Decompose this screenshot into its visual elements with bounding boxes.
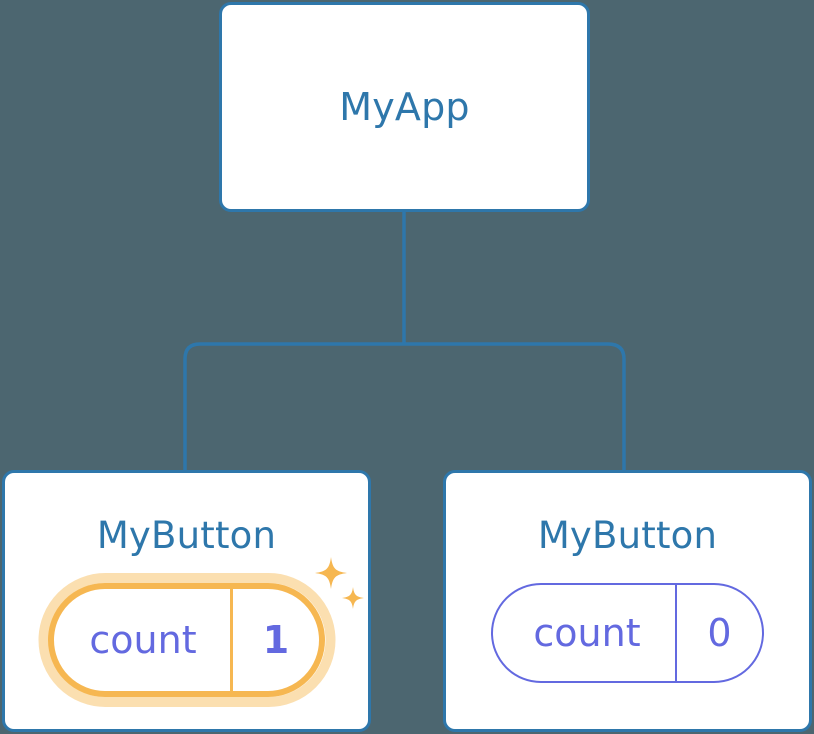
prop-pill-left[interactable]: count 1 (38, 557, 364, 707)
node-card-child-right[interactable]: MyButton count 0 (443, 470, 812, 732)
sparkle-small-icon (342, 587, 364, 609)
prop-pill-body-left[interactable]: count 1 (48, 583, 325, 697)
prop-divider-right (675, 585, 677, 681)
prop-highlight-glow (38, 573, 335, 707)
prop-divider-left (230, 589, 233, 691)
prop-pill-right[interactable]: count 0 (491, 583, 764, 683)
node-card-root[interactable]: MyApp (219, 2, 590, 212)
sparkle-large-icon (315, 557, 347, 589)
node-title-child-right: MyButton (537, 514, 718, 557)
prop-name-right: count (533, 611, 641, 655)
node-card-child-left[interactable]: MyButton count 1 (2, 470, 371, 732)
prop-value-right: 0 (707, 611, 732, 655)
sparkle-group-icon (315, 557, 364, 609)
node-title-child-left: MyButton (96, 514, 277, 557)
node-title-root: MyApp (339, 85, 470, 129)
prop-pill-body-right[interactable]: count 0 (491, 583, 764, 683)
prop-value-left: 1 (262, 618, 290, 662)
prop-name-left: count (89, 618, 197, 662)
